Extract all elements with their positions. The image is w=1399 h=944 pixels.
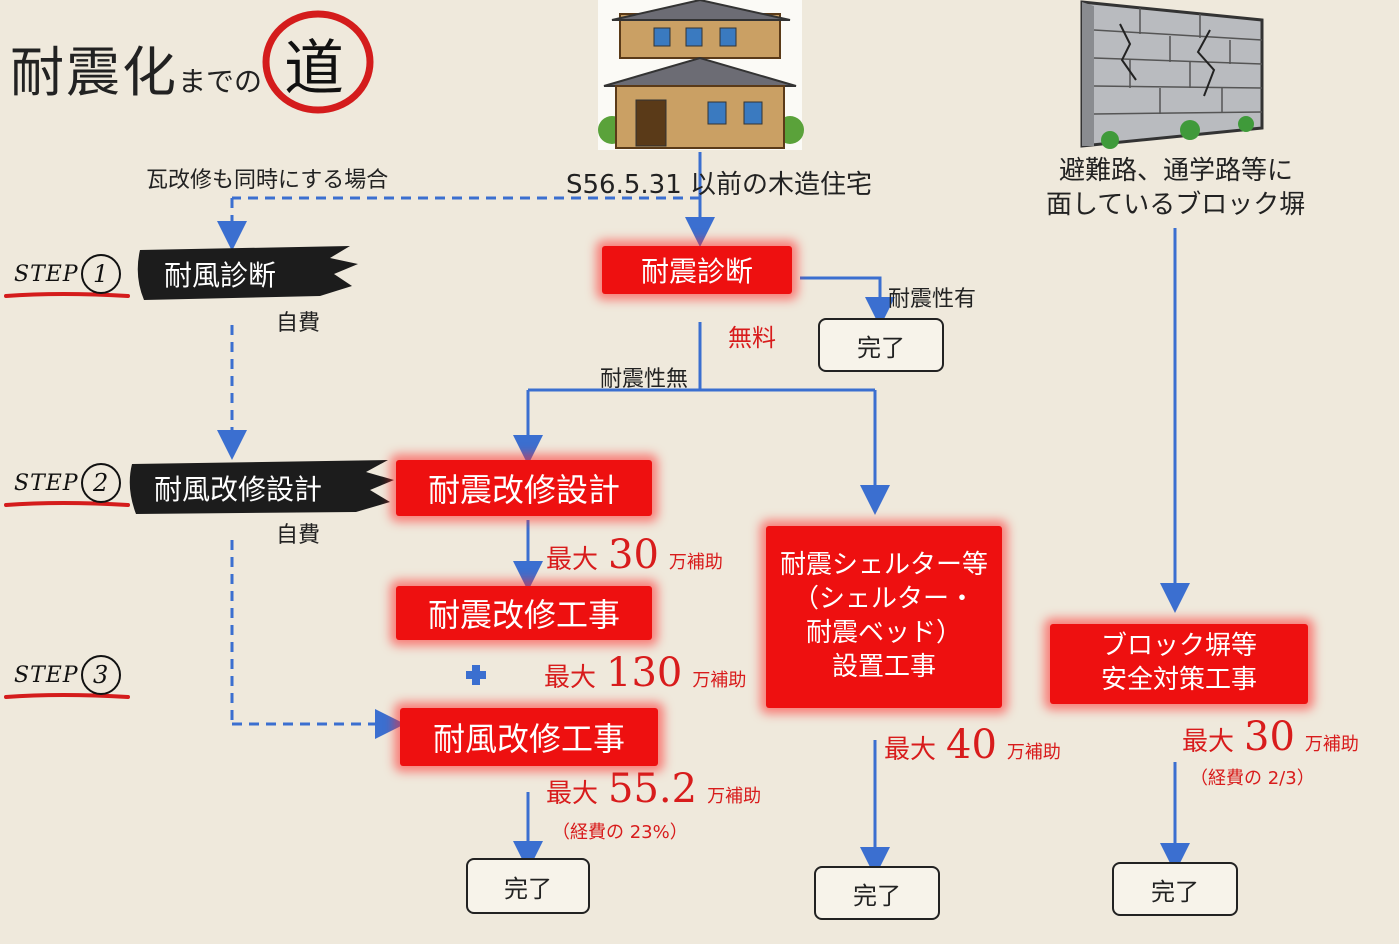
done-label: 完了 <box>1151 877 1199 906</box>
shelter-box: 耐震シェルター等 （シェルター・ 耐震ベッド） 設置工事 <box>766 526 1002 708</box>
block-line-1: ブロック塀等 <box>1100 631 1257 662</box>
design-subsidy: 最大 30 万補助 <box>546 532 723 578</box>
has-resistance-label: 耐震性有 <box>888 287 977 312</box>
done-box-wind: 完了 <box>466 858 590 914</box>
step2-underline <box>4 501 130 507</box>
circle-brush-stroke <box>262 10 374 114</box>
tile-repair-condition: 瓦改修も同時にする場合 <box>146 168 389 193</box>
shelter-subsidy-pre: 最大 <box>884 735 937 765</box>
step-2-label: STEP 2 <box>14 463 121 503</box>
seismic-diagnosis-box: 耐震診断 <box>602 246 792 294</box>
block-subsidy: 最大 30 万補助 <box>1182 714 1359 760</box>
step3-underline <box>4 693 130 699</box>
design-subsidy-pre: 最大 <box>546 545 599 575</box>
done-label: 完了 <box>853 881 901 910</box>
done-label: 完了 <box>857 333 905 362</box>
step-1-label: STEP 1 <box>14 254 121 294</box>
self-pay-2: 自費 <box>276 523 321 548</box>
wind-diagnosis-label: 耐風診断 <box>164 259 277 292</box>
shelter-subsidy-amount: 40 <box>946 722 997 768</box>
cracked-block-wall-illustration <box>1080 0 1264 149</box>
wind-subsidy: 最大 55.2 万補助 <box>546 766 761 812</box>
done-label: 完了 <box>504 874 552 903</box>
work-subsidy: 最大 130 万補助 <box>544 650 746 696</box>
wall-label-2: 面しているブロック塀 <box>1046 190 1306 220</box>
title-main: 耐震化 <box>10 41 178 104</box>
wind-work-text: 耐風改修工事 <box>432 720 625 758</box>
step-1-word: STEP <box>14 261 79 287</box>
step-2-number: 2 <box>80 463 121 503</box>
house-label: S56.5.31 以前の木造住宅 <box>566 170 873 200</box>
step-2-word: STEP <box>14 470 79 496</box>
seismic-work-box: 耐震改修工事 <box>396 586 652 640</box>
seismic-work-text: 耐震改修工事 <box>427 596 620 634</box>
shelter-line-4: 設置工事 <box>831 651 936 682</box>
wind-work-box: 耐風改修工事 <box>400 708 658 766</box>
work-subsidy-post: 万補助 <box>692 670 747 691</box>
arrow-diagnosis-to-done <box>800 276 895 327</box>
free-label: 無料 <box>728 324 776 352</box>
seismic-diagnosis-text: 耐震診断 <box>640 255 753 288</box>
design-subsidy-post: 万補助 <box>668 552 723 573</box>
block-subsidy-pre: 最大 <box>1182 727 1235 757</box>
step-3-label: STEP 3 <box>14 655 121 695</box>
shelter-subsidy: 最大 40 万補助 <box>884 722 1061 768</box>
done-box-shelter: 完了 <box>814 866 940 920</box>
block-wall-box: ブロック塀等 安全対策工事 <box>1050 624 1308 704</box>
wind-subsidy-pre: 最大 <box>546 779 599 809</box>
wind-design-label: 耐風改修設計 <box>154 473 323 506</box>
block-subsidy-post: 万補助 <box>1304 734 1359 755</box>
done-box-block: 完了 <box>1112 862 1238 916</box>
seismic-design-box: 耐震改修設計 <box>396 460 652 516</box>
page-title: 耐震化までの <box>10 28 262 107</box>
plus-icon <box>466 665 486 685</box>
block-line-2: 安全対策工事 <box>1100 665 1257 695</box>
step-1-number: 1 <box>80 254 121 294</box>
done-box-resistant: 完了 <box>818 318 944 372</box>
brush-strokes <box>129 246 394 514</box>
step1-underline <box>4 292 130 298</box>
step-3-word: STEP <box>14 662 79 688</box>
shelter-line-1: 耐震シェルター等 <box>779 550 988 581</box>
title-circle-char: 道 <box>284 34 344 104</box>
shelter-line-3: 耐震ベッド） <box>805 618 962 648</box>
shelter-line-2: （シェルター・ <box>792 584 975 615</box>
self-pay-1: 自費 <box>276 311 321 336</box>
seismic-design-text: 耐震改修設計 <box>427 471 620 509</box>
work-subsidy-amount: 130 <box>606 650 683 696</box>
title-small: までの <box>178 65 263 98</box>
block-subsidy-note: （経費の 2/3） <box>1190 768 1315 789</box>
step-3-number: 3 <box>80 655 121 695</box>
shelter-subsidy-post: 万補助 <box>1006 742 1061 763</box>
work-subsidy-pre: 最大 <box>544 663 597 693</box>
wind-subsidy-note: （経費の 23%） <box>552 822 688 843</box>
house-illustration <box>598 0 804 150</box>
block-subsidy-amount: 30 <box>1244 714 1295 760</box>
design-subsidy-amount: 30 <box>608 532 659 578</box>
wall-label-1: 避難路、通学路等に <box>1058 156 1293 186</box>
no-resistance-label: 耐震性無 <box>600 367 689 392</box>
wind-subsidy-post: 万補助 <box>707 786 762 807</box>
wind-subsidy-amount: 55.2 <box>608 766 698 812</box>
